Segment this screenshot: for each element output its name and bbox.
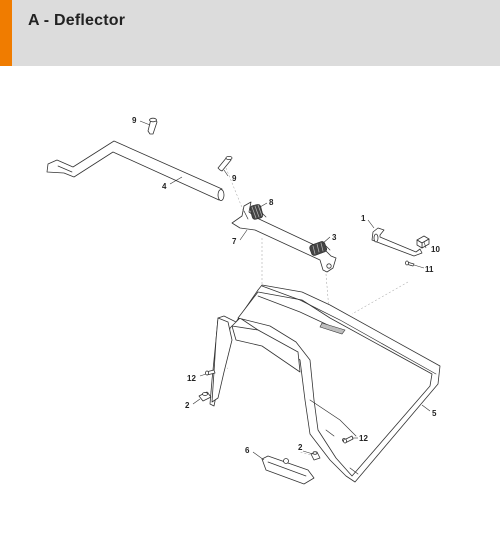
callout-4: 4 (162, 182, 167, 191)
callout-11: 11 (425, 265, 434, 274)
part-5-deflector-body (209, 284, 441, 483)
callout-9-middle: 9 (232, 174, 237, 183)
part-7-bracket (231, 201, 337, 273)
callout-6: 6 (245, 446, 250, 455)
callout-8: 8 (269, 198, 274, 207)
part-12-screw-left (205, 369, 216, 376)
part-2-bolt-left (198, 391, 212, 402)
part-1-lever (371, 227, 423, 257)
callout-labels: 9 4 9 8 7 3 1 10 11 12 2 5 12 2 6 (132, 116, 440, 455)
exploded-parts-diagram: 9 4 9 8 7 3 1 10 11 12 2 5 12 2 6 (46, 116, 441, 485)
part-2-bolt-bottom (310, 451, 321, 461)
callout-leader-lines (139, 120, 431, 461)
callout-5: 5 (432, 409, 437, 418)
part-6-flap (261, 455, 315, 485)
header-bar: A - Deflector (0, 0, 500, 66)
callout-12-left: 12 (187, 374, 196, 383)
page-title: A - Deflector (28, 12, 126, 29)
callout-10: 10 (431, 245, 440, 254)
part-9-pin-middle (217, 155, 233, 172)
part-9-pin-top (147, 117, 158, 135)
part-3-spring (309, 241, 331, 256)
part-8-spring (249, 204, 267, 220)
callout-7: 7 (232, 237, 237, 246)
callout-1: 1 (361, 214, 366, 223)
callout-12-right: 12 (359, 434, 368, 443)
part-11-screw (405, 260, 415, 267)
part-12-screw-right (343, 435, 354, 444)
header-accent (0, 0, 12, 66)
part-10-bolt (416, 235, 430, 249)
callout-3: 3 (332, 233, 337, 242)
part-4-rod (46, 140, 225, 201)
callout-2-bottom: 2 (298, 443, 303, 452)
callout-2-left: 2 (185, 401, 190, 410)
callout-9-top: 9 (132, 116, 137, 125)
